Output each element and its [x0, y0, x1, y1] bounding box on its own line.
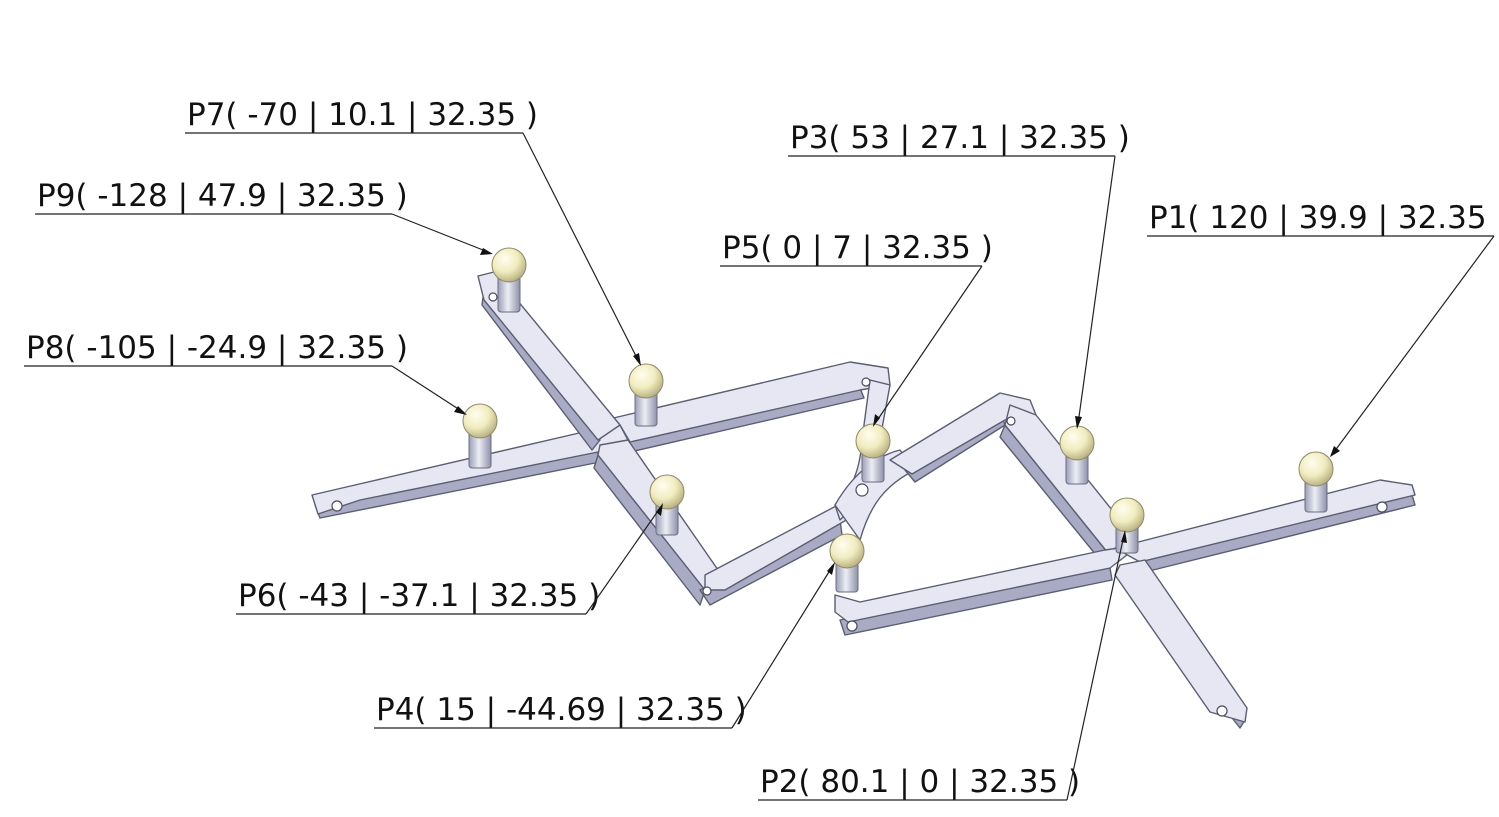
arrow-p6 [656, 503, 663, 516]
post-p8 [462, 403, 498, 469]
callout-label-p1: P1( 120 | 39.9 | 32.35 ) [1149, 200, 1499, 236]
post-p9 [491, 247, 527, 313]
callout-label-p4: P4( 15 | -44.69 | 32.35 ) [376, 692, 747, 728]
callout-p8: P8( -105 | -24.9 | 32.35 ) [24, 330, 467, 415]
ball-p4 [829, 533, 865, 569]
arrow-p7 [633, 353, 641, 366]
post-p3 [1059, 425, 1095, 485]
hole-right-end [1376, 501, 1388, 513]
ball-p9 [491, 247, 527, 283]
post-p7 [628, 363, 664, 427]
hole-bottom-right-end [1216, 705, 1228, 717]
ball-p5 [855, 423, 891, 459]
arrow-p2 [1121, 530, 1127, 543]
post-p4 [829, 533, 865, 593]
ball-p2 [1109, 497, 1145, 533]
arrow-p4 [827, 562, 835, 575]
hole-left-corner [861, 377, 871, 387]
callout-label-p5: P5( 0 | 7 | 32.35 ) [722, 230, 993, 266]
ball-p8 [462, 403, 498, 439]
post-p2 [1109, 497, 1145, 554]
callout-p2: P2( 80.1 | 0 | 32.35 ) [758, 530, 1127, 801]
callout-p6: P6( -43 | -37.1 | 32.35 ) [236, 503, 663, 615]
hole-center [855, 483, 869, 497]
ball-p7 [628, 363, 664, 399]
rail-right-main-top [1114, 479, 1416, 563]
callout-p7: P7( -70 | 10.1 | 32.35 ) [185, 97, 641, 366]
rail-left-diagonal-top [477, 271, 621, 441]
callout-p3: P3( 53 | 27.1 | 32.35 ) [788, 120, 1130, 429]
callout-p4: P4( 15 | -44.69 | 32.35 ) [374, 562, 835, 729]
callout-label-p3: P3( 53 | 27.1 | 32.35 ) [790, 120, 1130, 156]
part-frame [311, 271, 1416, 729]
ball-p3 [1059, 425, 1095, 461]
arrow-p1 [1330, 446, 1340, 457]
hole-right-top-corner [1006, 416, 1016, 426]
callout-label-p7: P7( -70 | 10.1 | 32.35 ) [187, 97, 538, 133]
post-p5 [855, 423, 891, 483]
post-p6 [649, 474, 685, 536]
arrow-p3 [1075, 416, 1082, 429]
ball-posts [462, 247, 1334, 593]
ball-p6 [649, 474, 685, 510]
rail-right-leg-top [1114, 559, 1248, 723]
hole-bottom-center [846, 620, 858, 632]
hole-left-top [488, 292, 498, 302]
post-p1 [1298, 451, 1334, 513]
rail-right-lower-top [834, 544, 1141, 623]
arrow-p5 [873, 414, 880, 427]
callout-p9: P9( -128 | 47.9 | 32.35 ) [35, 178, 493, 255]
callout-label-p8: P8( -105 | -24.9 | 32.35 ) [26, 330, 408, 366]
callout-p1: P1( 120 | 39.9 | 32.35 ) [1147, 200, 1499, 457]
callout-p5: P5( 0 | 7 | 32.35 ) [720, 230, 993, 427]
arrow-p9 [480, 248, 493, 255]
callout-label-p9: P9( -128 | 47.9 | 32.35 ) [37, 178, 408, 214]
arrow-p8 [454, 406, 467, 415]
hole-left-end [331, 500, 343, 512]
callout-label-p2: P2( 80.1 | 0 | 32.35 ) [760, 764, 1080, 800]
hole-bottom-left-corner [702, 586, 712, 596]
callout-label-p6: P6( -43 | -37.1 | 32.35 ) [238, 578, 600, 614]
ball-p1 [1298, 451, 1334, 487]
